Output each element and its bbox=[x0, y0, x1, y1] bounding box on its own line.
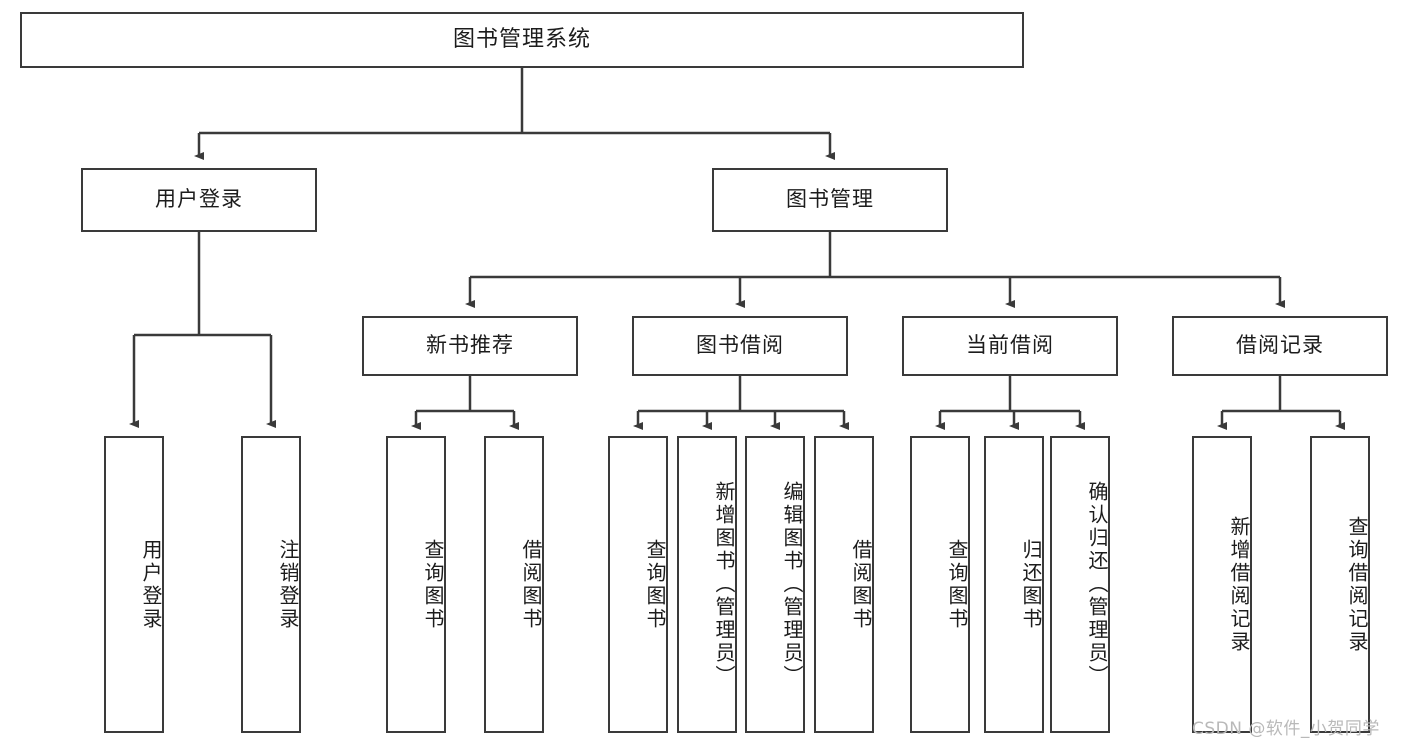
node-label: 借阅记录 bbox=[1236, 333, 1324, 358]
level3-node-2: 图书借阅 bbox=[632, 316, 848, 376]
node-label: 查询借阅记录 bbox=[1345, 515, 1369, 654]
leaf-node-12: 新增借阅记录 bbox=[1192, 436, 1252, 733]
node-label: 编辑图书（管理员） bbox=[780, 481, 804, 688]
leaf-node-11: 确认归还（管理员） bbox=[1050, 436, 1110, 733]
node-label: 新书推荐 bbox=[426, 333, 514, 358]
leaf-node-2: 注销登录 bbox=[241, 436, 301, 733]
level2-node-2: 图书管理 bbox=[712, 168, 948, 232]
level3-node-4: 借阅记录 bbox=[1172, 316, 1388, 376]
node-label: 查询图书 bbox=[945, 538, 969, 631]
node-label: 归还图书 bbox=[1019, 538, 1043, 631]
leaf-node-3: 查询图书 bbox=[386, 436, 446, 733]
node-label: 图书借阅 bbox=[696, 333, 784, 358]
leaf-node-4: 借阅图书 bbox=[484, 436, 544, 733]
leaf-node-7: 编辑图书（管理员） bbox=[745, 436, 805, 733]
node-label: 图书管理系统 bbox=[452, 26, 591, 52]
node-label: 新增图书（管理员） bbox=[712, 481, 736, 688]
node-label: 借阅图书 bbox=[519, 538, 543, 631]
node-label: 图书管理 bbox=[786, 187, 874, 212]
leaf-node-8: 借阅图书 bbox=[814, 436, 874, 733]
level2-node-1: 用户登录 bbox=[81, 168, 317, 232]
leaf-node-10: 归还图书 bbox=[984, 436, 1044, 733]
node-label: 借阅图书 bbox=[849, 538, 873, 631]
leaf-node-1: 用户登录 bbox=[104, 436, 164, 733]
leaf-node-6: 新增图书（管理员） bbox=[677, 436, 737, 733]
node-label: 查询图书 bbox=[421, 538, 445, 631]
csdn-watermark: CSDN @软件_小贺同学 bbox=[1192, 719, 1380, 739]
node-label: 确认归还（管理员） bbox=[1085, 481, 1109, 688]
leaf-node-9: 查询图书 bbox=[910, 436, 970, 733]
leaf-node-5: 查询图书 bbox=[608, 436, 668, 733]
node-label: 用户登录 bbox=[155, 187, 243, 212]
level3-node-3: 当前借阅 bbox=[902, 316, 1118, 376]
node-label: 用户登录 bbox=[139, 538, 163, 631]
node-label: 当前借阅 bbox=[966, 333, 1054, 358]
root-node-1: 图书管理系统 bbox=[20, 12, 1024, 68]
node-label: 查询图书 bbox=[643, 538, 667, 631]
leaf-node-13: 查询借阅记录 bbox=[1310, 436, 1370, 733]
level3-node-1: 新书推荐 bbox=[362, 316, 578, 376]
node-label: 注销登录 bbox=[276, 538, 300, 631]
node-label: 新增借阅记录 bbox=[1227, 515, 1251, 654]
